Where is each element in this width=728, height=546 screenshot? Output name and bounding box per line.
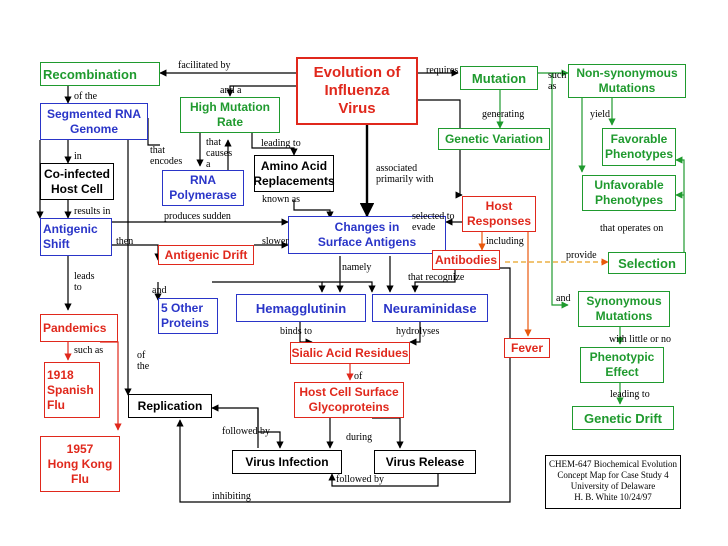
node-changes-antigens: Changes in Surface Antigens [288, 216, 446, 254]
node-antigenic-shift: Antigenic Shift [40, 218, 112, 256]
node-pandemics: Pandemics [40, 314, 118, 342]
node-antibodies: Antibodies [432, 250, 500, 270]
node-mutation: Mutation [460, 66, 538, 90]
label-that-operates-on: that operates on [600, 223, 664, 234]
link-proteins-h [212, 281, 326, 293]
node-rna-polymerase: RNA Polymerase [162, 170, 244, 206]
label-such-as: such as [74, 345, 104, 356]
label-provide: provide [566, 250, 597, 261]
label-that-causes-a: that causes a [206, 137, 233, 170]
link-infection-replication [211, 404, 259, 448]
label-with-little: with little or no [609, 334, 671, 345]
link-leading-to [251, 133, 298, 156]
label-and-a: and a [220, 85, 242, 96]
link-and-a [226, 85, 300, 97]
node-host-responses: Host Responses [462, 196, 536, 232]
label-leading-to: leading to [261, 138, 301, 149]
link-that-recognize [411, 262, 456, 293]
label-generating: generating [482, 109, 525, 120]
credit-box: CHEM-647 Biochemical Evolution Concept M… [545, 455, 681, 509]
label-that-recognize: that recognize [408, 272, 465, 283]
label-selected-to-evade: selected to evade [412, 211, 455, 233]
label-that-encodes: that encodes [150, 145, 183, 167]
label-of: of [354, 371, 363, 382]
link-such-as-1957 [100, 341, 122, 431]
label-then: then [116, 236, 134, 247]
label-namely: namely [342, 262, 372, 273]
node-1918-flu: 1918 Spanish Flu [44, 362, 100, 418]
label-during: during [346, 432, 373, 443]
label-results-in: results in [74, 206, 111, 217]
link-during-release [372, 417, 404, 449]
link-followed-by-2 [328, 473, 439, 487]
label-and-right: and [556, 293, 571, 304]
label-such-as-right: such as [548, 70, 567, 92]
node-antigenic-drift: Antigenic Drift [158, 245, 254, 265]
label-of-the-replication: of the [137, 350, 150, 372]
label-binds-to: binds to [280, 326, 312, 337]
node-replication: Replication [128, 394, 212, 418]
node-1957-flu: 1957 Hong Kong Flu [40, 436, 120, 492]
label-hydrolyses: hydrolyses [396, 326, 440, 337]
label-of-the: of the [74, 91, 98, 102]
label-produces-sudden: produces sudden [164, 211, 231, 222]
node-non-synonymous: Non-synonymous Mutations [568, 64, 686, 98]
label-yield: yield [590, 109, 610, 120]
label-facilitated-by: facilitated by [178, 60, 231, 71]
node-favorable: Favorable Phenotypes [602, 128, 676, 166]
link-known-as [293, 200, 334, 219]
label-requires: requires [426, 65, 459, 76]
node-evolution: Evolution of Influenza Virus [296, 57, 418, 125]
label-associated: associated primarily with [376, 163, 434, 185]
label-inhibiting: inhibiting [212, 491, 251, 502]
node-genetic-drift: Genetic Drift [572, 406, 674, 430]
node-synonymous: Synonymous Mutations [578, 291, 670, 327]
label-in: in [74, 151, 82, 162]
link-inhibiting [176, 267, 511, 503]
node-host-cell-surface: Host Cell Surface Glycoproteins [294, 382, 404, 418]
label-slower: slower [262, 236, 289, 247]
node-virus-release: Virus Release [374, 450, 476, 474]
node-high-mutation-rate: High Mutation Rate [180, 97, 280, 133]
node-unfavorable: Unfavorable Phenotypes [582, 175, 676, 211]
node-genetic-variation: Genetic Variation [438, 128, 550, 150]
label-followed-by-1: followed by [222, 426, 271, 437]
node-recombination: Recombination [40, 62, 160, 86]
label-leading-to-2: leading to [610, 389, 650, 400]
node-segmented-rna: Segmented RNA Genome [40, 103, 148, 140]
node-fever: Fever [504, 338, 550, 358]
node-amino-acid: Amino Acid Replacements [253, 155, 335, 192]
link-genome-hemagglutinin [147, 118, 160, 146]
link-operates-fav [675, 156, 685, 255]
node-neuraminidase: Neuraminidase [372, 294, 488, 322]
link-proteins-n [322, 281, 376, 293]
label-followed-by-2: followed by [336, 474, 385, 485]
node-virus-infection: Virus Infection [232, 450, 342, 474]
node-hemagglutinin: Hemagglutinin [236, 294, 366, 322]
node-coinfected: Co-infected Host Cell [40, 163, 114, 200]
node-selection: Selection [608, 252, 686, 274]
label-known-as: known as [262, 194, 301, 205]
link-hydrolyses [409, 322, 421, 346]
label-leads-to: leads to [74, 271, 95, 293]
node-other-proteins: 5 Other Proteins [158, 298, 218, 334]
node-sialic-acid: Sialic Acid Residues [290, 342, 410, 364]
label-and-proteins: and [152, 285, 167, 296]
label-including: including [486, 236, 524, 247]
link-and-synonymous [551, 73, 569, 309]
node-phenotypic-effect: Phenotypic Effect [580, 347, 664, 383]
link-then [112, 244, 162, 261]
